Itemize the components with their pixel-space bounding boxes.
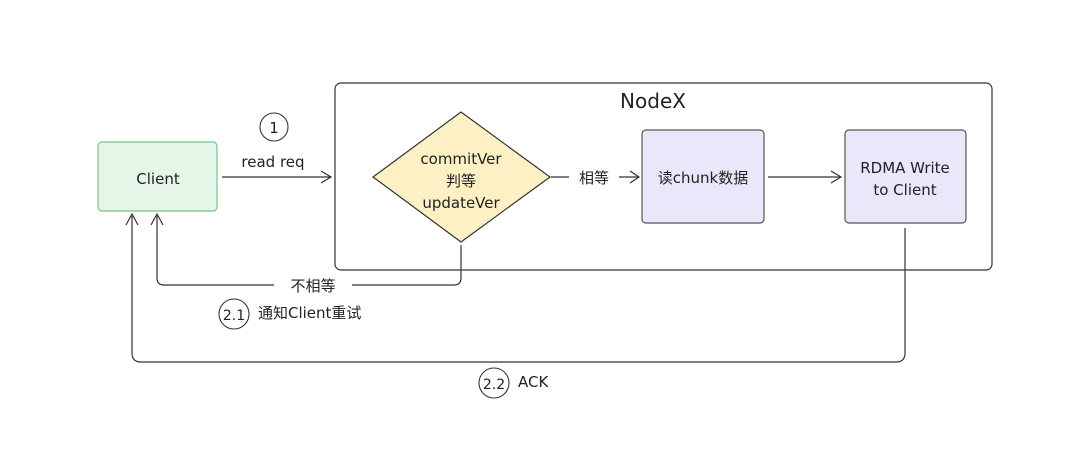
rdma-write-line-2: to Client [873, 181, 936, 199]
step-2-1-badge [218, 298, 250, 330]
step-2-2-number: 2.2 [483, 377, 505, 393]
step-2-2-badge [478, 367, 510, 399]
client-box [97, 141, 218, 212]
read-req-edge: 1 read req [222, 112, 333, 184]
not-equal-arrowhead [150, 212, 164, 226]
ack-arrowhead [125, 212, 139, 226]
equal-label: 相等 [579, 169, 609, 187]
not-equal-path-left [156, 216, 274, 286]
read-chunk-node: 读chunk数据 [641, 129, 765, 224]
ack-label: ACK [518, 373, 549, 391]
step-2-1-number: 2.1 [223, 308, 245, 324]
chunk-to-rdma-edge [768, 170, 843, 184]
client-label: Client [136, 170, 180, 188]
version-check-line-2: 判等 [446, 172, 476, 190]
equal-edge: 相等 [551, 169, 641, 187]
nodex-title: NodeX [620, 89, 686, 113]
ack-path [131, 216, 906, 363]
not-equal-path-right [352, 245, 462, 286]
ack-edge: 2.2 ACK [125, 212, 906, 399]
rdma-write-line-1: RDMA Write [860, 159, 950, 177]
step-1-badge [259, 112, 289, 142]
client-node: Client [97, 141, 218, 212]
equal-arrowhead [629, 170, 641, 184]
read-chunk-label: 读chunk数据 [658, 169, 748, 187]
not-equal-label: 不相等 [290, 277, 335, 295]
version-check-node: commitVer 判等 updateVer [371, 111, 552, 243]
not-equal-edge: 不相等 2.1 通知Client重试 [150, 212, 462, 330]
chunk-to-rdma-arrowhead [830, 170, 843, 184]
read-req-arrowhead [320, 170, 333, 184]
step-1-number: 1 [269, 119, 279, 137]
read-req-label: read req [241, 153, 304, 171]
rdma-write-box [844, 129, 967, 224]
version-check-line-3: updateVer [422, 194, 500, 212]
rdma-write-node: RDMA Write to Client [844, 129, 967, 224]
not-equal-note: 通知Client重试 [258, 304, 361, 322]
read-chunk-box [641, 129, 765, 224]
version-check-line-1: commitVer [420, 150, 502, 168]
version-check-diamond [371, 111, 552, 243]
